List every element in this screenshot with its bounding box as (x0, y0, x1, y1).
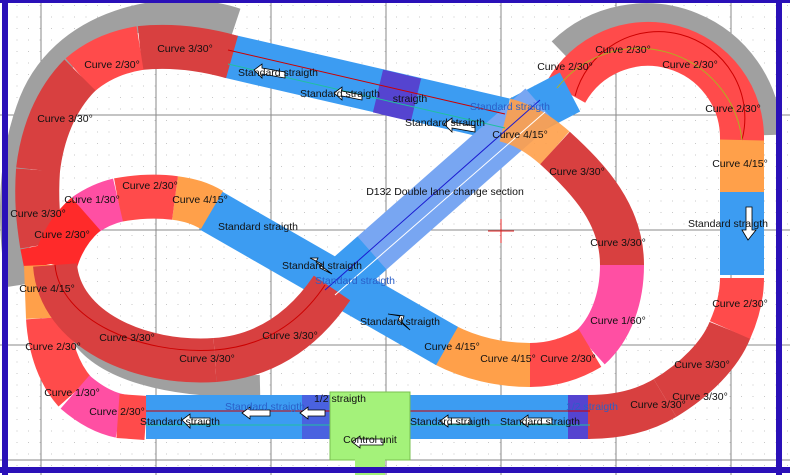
curve-piece[interactable] (574, 264, 644, 365)
piece-label: Standard straigth (315, 275, 395, 287)
piece-label: Curve 3/30° (262, 330, 318, 342)
piece-label: Curve 4/15° (19, 283, 75, 295)
piece-label: Standard straigth (282, 260, 362, 272)
piece-label: Curve 1/60° (590, 315, 646, 327)
piece-label: Curve 2/30° (540, 353, 596, 365)
piece-label: Standard straigth (688, 218, 768, 230)
piece-label: Curve 2/30° (705, 103, 761, 115)
piece-label: straigth (393, 93, 428, 105)
top-straight[interactable] (223, 34, 510, 142)
curve-piece[interactable] (653, 320, 751, 417)
inner-loop (33, 88, 644, 387)
center-crosshair-icon (488, 219, 514, 243)
piece-label: Curve 2/30° (84, 59, 140, 71)
piece-label: Curve 3/30° (179, 353, 235, 365)
curve-piece[interactable] (60, 375, 126, 438)
curve-piece[interactable] (137, 24, 238, 79)
piece-label: Standard straigth (140, 416, 220, 428)
arrow-icon (387, 313, 411, 331)
piece-label: Curve 4/15° (172, 194, 228, 206)
arrow-icon (309, 257, 333, 275)
curve-piece[interactable] (33, 261, 217, 383)
curve-piece[interactable] (171, 176, 224, 230)
piece-label: Standard straigth (300, 88, 380, 100)
arrow-icon (253, 63, 286, 79)
piece-label: Curve 3/30° (10, 208, 66, 220)
curve-piece[interactable] (26, 316, 93, 407)
piece-labels: Curve 3/30°Curve 2/30°Standard straigthS… (10, 43, 768, 446)
arrow-icon (241, 406, 271, 420)
piece-label: D132 Double lane change section (366, 186, 524, 198)
piece-label: Curve 2/30° (89, 406, 145, 418)
curve-piece[interactable] (587, 378, 677, 439)
piece-label: Curve 4/15° (492, 129, 548, 141)
piece-label: Curve 2/30° (34, 229, 90, 241)
top-half-straight[interactable] (372, 69, 422, 122)
piece-label: Standard straigth (360, 316, 440, 328)
curve-piece[interactable] (116, 394, 148, 440)
piece-label: Curve 2/30° (25, 341, 81, 353)
curve-piece[interactable] (434, 325, 531, 387)
piece-label: Curve 2/30° (712, 298, 768, 310)
direction-arrows (181, 63, 757, 449)
piece-label: Curve 3/30° (672, 391, 728, 403)
diagonal-straight[interactable] (199, 190, 458, 366)
piece-label: Standard straigth (225, 401, 305, 413)
piece-label: Curve 3/30° (630, 399, 686, 411)
piece-label: 1/2 straigth (314, 393, 366, 405)
piece-label: Curve 2/30° (595, 44, 651, 56)
curve-piece[interactable] (72, 178, 124, 234)
arrow-icon (333, 86, 363, 101)
curve-piece[interactable] (33, 197, 102, 272)
piece-label: Standard straigth (470, 101, 550, 113)
piece-label: Curve 3/30° (549, 166, 605, 178)
piece-label: Curve 3/30° (674, 359, 730, 371)
piece-label: Curve 4/15° (424, 341, 480, 353)
piece-label: Curve 2/30° (662, 59, 718, 71)
arrow-icon (741, 206, 757, 241)
control-unit[interactable] (329, 391, 411, 461)
curve-piece[interactable] (212, 275, 351, 382)
arrow-icon (439, 414, 471, 428)
piece-label: Curve 3/30° (157, 43, 213, 55)
curve-piece[interactable] (65, 26, 145, 93)
piece-label: Curve 2/30° (122, 180, 178, 192)
curve-piece[interactable] (540, 131, 644, 266)
piece-label: Control unit (343, 434, 397, 446)
curve-piece[interactable] (114, 174, 178, 222)
piece-label: Standard straigth (410, 416, 490, 428)
piece-label: Standard straigth (405, 117, 485, 129)
curve-piece[interactable] (15, 168, 64, 249)
piece-label: Standard straigth (238, 67, 318, 79)
piece-label: Curve 1/30° (44, 387, 100, 399)
piece-label: Curve 4/15° (712, 158, 768, 170)
arrow-icon (519, 414, 553, 428)
piece-label: Curve 3/30° (37, 113, 93, 125)
arrow-icon (351, 435, 384, 449)
right-loop-curves[interactable] (546, 21, 765, 141)
curve-piece[interactable] (498, 98, 570, 165)
curve-piece[interactable] (529, 328, 602, 387)
piece-label: 1/2 straigth (566, 401, 618, 413)
arrow-icon (299, 406, 326, 420)
piece-label: Standard straigth (500, 416, 580, 428)
piece-label: Curve 4/15° (480, 353, 536, 365)
piece-label: Curve 3/30° (99, 332, 155, 344)
arrow-icon (443, 117, 476, 133)
curve-piece[interactable] (709, 277, 764, 339)
piece-label: Curve 2/30° (537, 61, 593, 73)
curve-piece[interactable] (16, 59, 97, 173)
piece-label: Curve 3/30° (590, 237, 646, 249)
piece-label: Curve 1/30° (64, 194, 120, 206)
arrow-icon (181, 413, 211, 429)
piece-label: Standard straigth (218, 221, 298, 233)
